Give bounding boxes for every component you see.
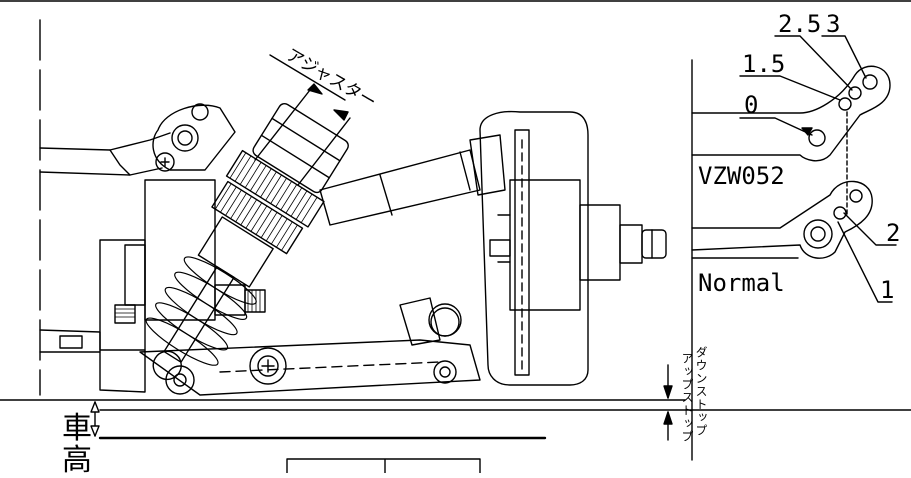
upper-arm	[39, 132, 171, 176]
hole-3-label: 3	[826, 10, 840, 38]
lower-ball-joint	[399, 297, 462, 346]
hole-leaders	[739, 35, 897, 303]
hole-2-label: 2	[886, 219, 900, 247]
normal-label: Normal	[698, 269, 785, 297]
hole-1-label: 1	[880, 276, 894, 304]
ride-height-char-2: 高	[62, 443, 92, 478]
stop-arrows	[663, 364, 673, 441]
hole-2-5-label: 2.5	[778, 10, 821, 38]
upper-mount	[152, 103, 236, 172]
adjuster-label: アジャスター	[283, 45, 380, 113]
ride-height-char-1: 車	[62, 411, 92, 446]
vzw052-arm	[691, 59, 891, 461]
chassis-block	[39, 179, 266, 393]
bottom-box	[286, 458, 481, 473]
vzw052-label: VZW052	[698, 162, 785, 190]
tie-rod	[319, 134, 506, 226]
normal-arm	[691, 180, 873, 259]
down-stop-label: ダウンストップ	[694, 346, 708, 437]
up-stop-label: アップストップ	[680, 352, 694, 443]
hole-1-5-label: 1.5	[742, 50, 785, 78]
hole-0-label: 0	[744, 91, 758, 119]
adjuster-dimension	[254, 54, 351, 186]
ride-height-arrow	[90, 401, 100, 437]
upright-hub	[479, 110, 667, 386]
